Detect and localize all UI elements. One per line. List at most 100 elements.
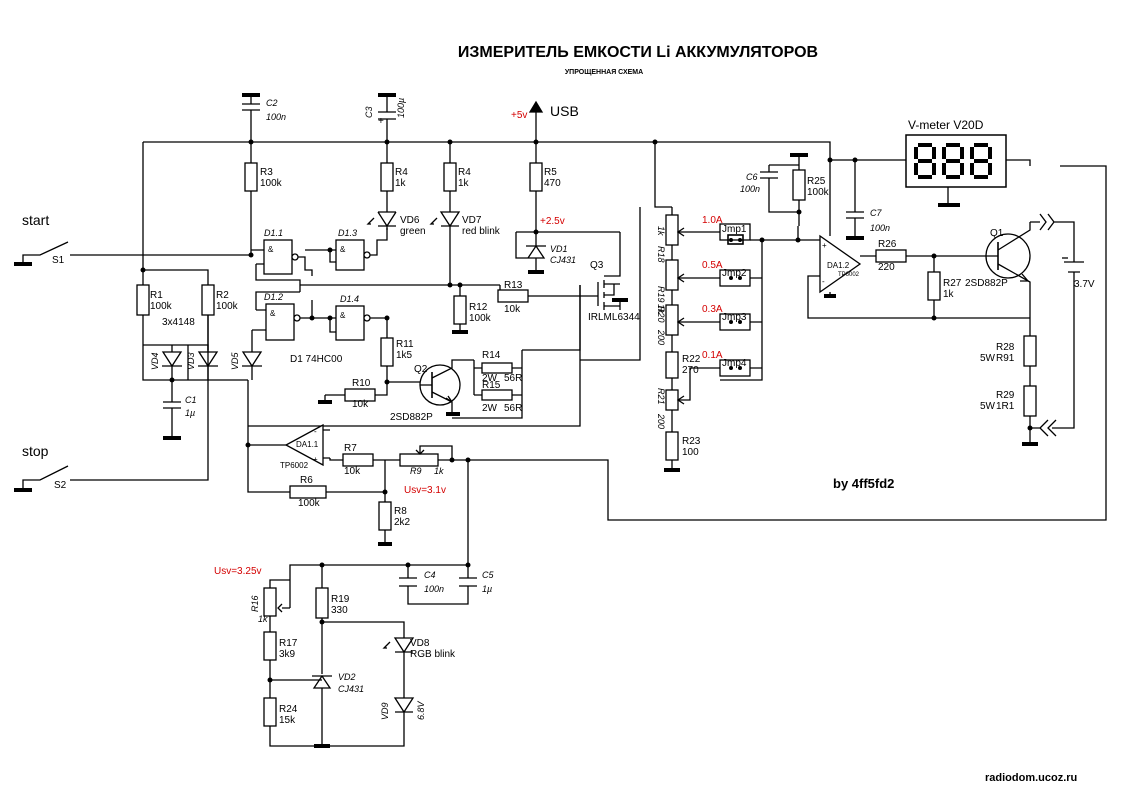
vd4-ref: VD4: [150, 352, 160, 370]
resistor-r3: [244, 142, 258, 258]
display-segment: [960, 163, 964, 175]
display-segment: [974, 175, 988, 179]
display-segment: [914, 163, 918, 175]
display-segment: [960, 147, 964, 159]
zener-vd9: [393, 697, 415, 722]
svg-text:&: &: [270, 309, 276, 318]
display-segment: [974, 143, 988, 147]
r19-value: 1k: [656, 304, 666, 314]
r24-value: 15k: [279, 715, 296, 726]
svg-text:+: +: [378, 116, 384, 127]
r9-ref: R9: [410, 466, 422, 476]
display-segment: [970, 147, 974, 159]
c2-ref: C2: [266, 98, 278, 108]
r9-value: 1k: [434, 466, 444, 476]
diode-vd5: [208, 330, 263, 381]
vd1-part: CJ431: [550, 255, 576, 265]
r13-value: 10k: [504, 304, 521, 315]
svg-text:&: &: [340, 245, 346, 254]
zener-vd1: [515, 231, 620, 274]
c7-value: 100n: [870, 223, 890, 233]
r27-value: 1k: [943, 289, 955, 300]
c4-ref: C4: [424, 570, 436, 580]
vd2-part: CJ431: [338, 684, 364, 694]
start-label: start: [22, 212, 49, 228]
d14-ref: D1.4: [340, 294, 359, 304]
r29-ref: R29: [996, 390, 1015, 401]
display-segment: [932, 163, 936, 175]
resistor-r5: [529, 142, 543, 235]
r24-ref: R24: [279, 704, 298, 715]
r4b-ref: R4: [458, 167, 471, 178]
r4b-value: 1k: [458, 178, 470, 189]
da12-ref: DA1.2: [827, 261, 850, 270]
jmp4-current: 0.1A: [702, 350, 723, 361]
svg-text:&: &: [268, 245, 274, 254]
capacitor-c7: [830, 157, 1031, 240]
c6-ref: C6: [746, 172, 758, 182]
diode-vd3: [187, 344, 219, 381]
r1-ref: R1: [150, 290, 163, 301]
r23-value: 100: [682, 447, 699, 458]
jumpers: [719, 223, 820, 381]
resistor-r2: [143, 269, 215, 350]
da11-part: TP6002: [280, 461, 309, 470]
d13-ref: D1.3: [338, 228, 357, 238]
da12-part: TP6002: [838, 272, 860, 278]
resistor-r26: [874, 249, 976, 263]
r13-ref: R13: [504, 280, 523, 291]
r17-value: 3k9: [279, 649, 296, 660]
r4a-value: 1k: [395, 178, 407, 189]
display-segment: [946, 143, 960, 147]
c5-ref: C5: [482, 570, 494, 580]
c7-ref: C7: [870, 208, 882, 218]
display-segment: [914, 147, 918, 159]
display-segment: [946, 175, 960, 179]
display-segment: [918, 143, 932, 147]
vd8-ref: VD8: [410, 638, 430, 649]
r10-ref: R10: [352, 378, 371, 389]
vd9-value: 6.8V: [416, 700, 426, 720]
r26-value: 220: [878, 262, 895, 273]
display-segment: [942, 147, 946, 159]
c1-value: 1µ: [185, 408, 195, 418]
d11-ref: D1.1: [264, 228, 283, 238]
supply-2-5v-label: +2.5v: [540, 216, 565, 227]
r25-ref: R25: [807, 176, 826, 187]
r14-ref: R14: [482, 350, 501, 361]
battery: [1030, 213, 1084, 437]
r28-value: R91: [996, 353, 1015, 364]
resistor-r25: [792, 165, 806, 226]
svg-text:+: +: [822, 241, 827, 250]
r19b-value: 330: [331, 605, 348, 616]
capacitor-c3: +: [378, 93, 396, 142]
q1-ref: Q1: [990, 228, 1004, 239]
r1-value: 100k: [150, 301, 173, 312]
transistor-q1: [976, 222, 1031, 336]
jmp4-ref: Jmp4: [722, 358, 747, 369]
r2-ref: R2: [216, 290, 229, 301]
seven-segment-display: [914, 143, 992, 179]
r11-value: 1k5: [396, 350, 413, 361]
r8-ref: R8: [394, 506, 407, 517]
opamp-da1-2: + -: [807, 157, 1030, 319]
r23-ref: R23: [682, 436, 701, 447]
jmp2-ref: Jmp2: [722, 268, 747, 279]
jmp1-current: 1.0A: [702, 215, 723, 226]
c5-value: 1µ: [482, 584, 492, 594]
vd6-desc: green: [400, 226, 426, 237]
capacitor-c2: [242, 93, 260, 142]
r17-ref: R17: [279, 638, 298, 649]
supply-5v-label: +5v: [511, 110, 527, 121]
resistor-r13: [497, 285, 592, 303]
c6-value: 100n: [740, 184, 760, 194]
r25-value: 100k: [807, 187, 830, 198]
r7-value: 10k: [344, 466, 361, 477]
resistor-r8: [378, 501, 392, 546]
c1-ref: C1: [185, 395, 197, 405]
c2-value: 100n: [266, 112, 286, 122]
reference-section: [289, 460, 477, 608]
r14-power: 2W: [482, 373, 498, 384]
display-segment: [988, 163, 992, 175]
da11-ref: DA1.1: [296, 440, 319, 449]
